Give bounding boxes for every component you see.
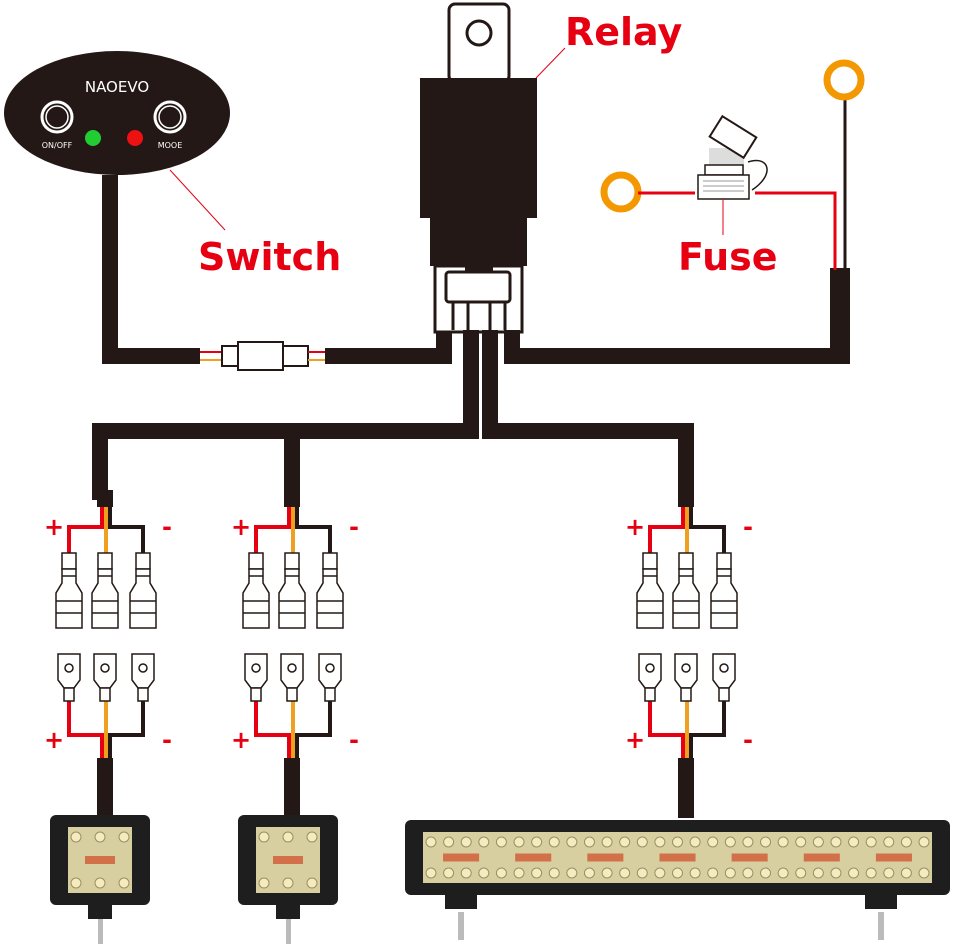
mount-bracket xyxy=(88,905,112,919)
male-spade-terminal-icon xyxy=(318,653,342,702)
male-spade-terminal-icon xyxy=(244,653,268,702)
mount-bracket xyxy=(865,895,897,909)
switch-label: Switch xyxy=(198,235,341,279)
plus-sign: + xyxy=(625,513,645,541)
female-spade-terminal-icon xyxy=(672,552,700,629)
switch: NAOEVO ON/OFF MOOE xyxy=(4,51,230,175)
connector-group: + - + - xyxy=(231,490,359,818)
connector-group: + - + - xyxy=(44,490,172,818)
female-spade-terminal-icon xyxy=(242,552,270,629)
male-spade-terminal-icon xyxy=(93,653,117,702)
relay xyxy=(420,2,537,334)
minus-sign: - xyxy=(162,726,172,754)
mode-label: MOOE xyxy=(158,141,183,150)
plus-sign: + xyxy=(231,726,251,754)
positive-ring-terminal-icon xyxy=(600,171,642,213)
minus-sign: - xyxy=(162,513,172,541)
switch-brand: NAOEVO xyxy=(85,78,149,96)
on-off-button-icon xyxy=(40,100,74,134)
minus-sign: - xyxy=(349,513,359,541)
plug-connector xyxy=(200,341,325,371)
green-led-icon xyxy=(85,130,101,146)
male-spade-terminal-icon xyxy=(712,653,736,702)
mount-bracket xyxy=(445,895,477,909)
male-spade-terminal-icon xyxy=(280,653,304,702)
male-spade-terminal-icon xyxy=(131,653,155,702)
plus-sign: + xyxy=(625,726,645,754)
plus-sign: + xyxy=(231,513,251,541)
female-spade-terminal-icon xyxy=(129,552,157,629)
female-spade-terminal-icon xyxy=(316,552,344,629)
relay-label: Relay xyxy=(565,10,683,54)
connector-group: + - + - xyxy=(625,490,753,818)
mount-bracket xyxy=(276,905,300,919)
led-light-bar xyxy=(405,820,950,895)
minus-sign: - xyxy=(743,513,753,541)
red-led-icon xyxy=(127,130,143,146)
battery-wire xyxy=(504,270,848,364)
mount-bolt xyxy=(98,919,103,944)
female-spade-terminal-icon xyxy=(91,552,119,629)
fuse-holder xyxy=(697,114,768,200)
female-spade-terminal-icon xyxy=(636,552,664,629)
male-spade-terminal-icon xyxy=(674,653,698,702)
fuse-label: Fuse xyxy=(678,235,778,279)
negative-ring-terminal-icon xyxy=(823,59,865,101)
female-spade-terminal-icon xyxy=(55,552,83,629)
plus-sign: + xyxy=(44,513,64,541)
led-pod-light xyxy=(50,815,150,905)
led-pod-light xyxy=(238,815,338,905)
switch-wire xyxy=(102,175,200,364)
minus-sign: - xyxy=(743,726,753,754)
female-spade-terminal-icon xyxy=(710,552,738,629)
mount-bolt xyxy=(878,912,884,940)
male-spade-terminal-icon xyxy=(57,653,81,702)
male-spade-terminal-icon xyxy=(638,653,662,702)
mode-button-icon xyxy=(153,100,187,134)
female-spade-terminal-icon xyxy=(278,552,306,629)
mount-bolt xyxy=(286,919,291,944)
mount-bolt xyxy=(458,912,464,940)
minus-sign: - xyxy=(349,726,359,754)
plus-sign: + xyxy=(44,726,64,754)
on-off-label: ON/OFF xyxy=(42,141,73,150)
